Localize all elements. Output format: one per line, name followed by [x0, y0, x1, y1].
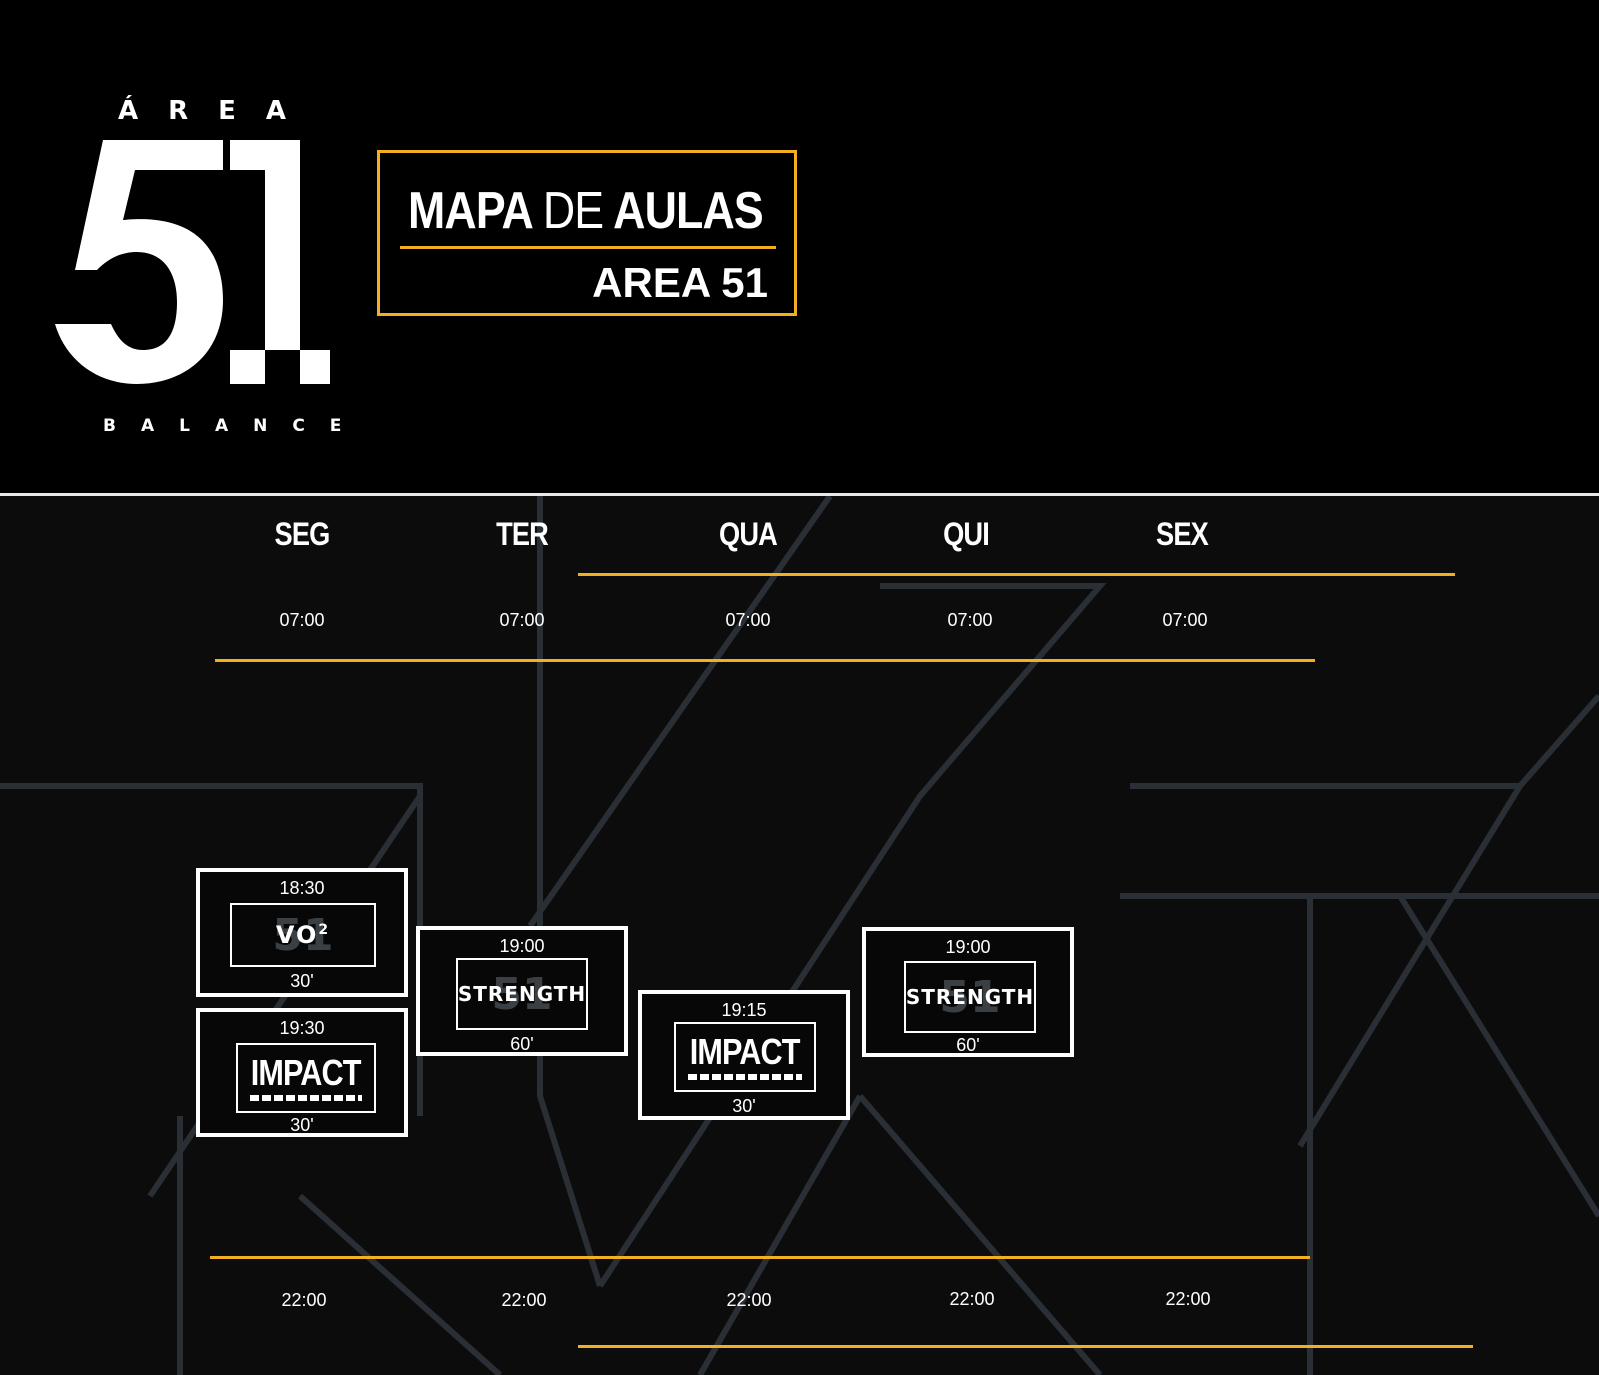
open-time-qui: 07:00: [947, 610, 993, 630]
title-box: MAPA DE AULAS AREA 51: [377, 150, 797, 316]
accent-line-open: [215, 659, 1315, 662]
class-duration: 30': [290, 1115, 314, 1135]
logo-top-text: ÁREA: [118, 96, 317, 126]
day-ter: TER: [496, 516, 549, 552]
close-time-sex: 22:00: [1165, 1289, 1211, 1309]
day-seg: SEG: [274, 516, 331, 552]
title-word-mapa: MAPA: [408, 182, 532, 240]
class-name: STRENGTH: [457, 982, 587, 1006]
accent-line-bottom: [578, 1345, 1473, 1348]
accent-line-top: [578, 573, 1455, 576]
open-time-ter: 07:00: [499, 610, 545, 630]
class-duration: 60': [956, 1035, 980, 1055]
class-name: IMPACT: [690, 1031, 801, 1072]
class-card-qua-impact[interactable]: 19:15 IMPACT 30': [638, 990, 850, 1120]
class-time: 18:30: [279, 878, 325, 898]
class-badge-impact: IMPACT: [236, 1043, 376, 1113]
geometric-pattern: [0, 496, 1599, 1375]
close-time-seg: 22:00: [281, 1290, 327, 1310]
header: ÁREA BALANCE MAPA DE AULAS AREA 51: [0, 0, 1599, 493]
open-time-seg: 07:00: [279, 610, 325, 630]
class-time: 19:30: [279, 1018, 325, 1038]
open-time-sex: 07:00: [1162, 610, 1208, 630]
logo-watermark-icon: 51: [939, 971, 1001, 1023]
class-time: 19:00: [945, 937, 991, 957]
day-qua: QUA: [719, 516, 778, 552]
close-time-qua: 22:00: [726, 1290, 772, 1310]
class-name: STRENGTH: [905, 985, 1035, 1009]
impact-strip-icon: [250, 1095, 362, 1101]
close-time-qui: 22:00: [949, 1289, 995, 1309]
logo-bottom-text: BALANCE: [103, 416, 367, 436]
class-time: 19:00: [499, 936, 545, 956]
title-word-de: DE: [542, 182, 604, 240]
impact-strip-icon: [688, 1074, 802, 1080]
accent-line-close: [210, 1256, 1310, 1259]
class-card-ter-strength[interactable]: 19:00 51 STRENGTH 60': [416, 926, 628, 1056]
class-card-seg-vo2[interactable]: 18:30 51 VO2 30': [196, 868, 408, 997]
day-sex: SEX: [1156, 516, 1209, 552]
logo-watermark-icon: 51: [272, 909, 334, 961]
class-badge-strength: 51 STRENGTH: [904, 961, 1036, 1033]
area51-logo-mark: [55, 140, 330, 384]
page-title: MAPA DE AULAS: [408, 181, 764, 241]
header-divider: [0, 493, 1599, 496]
class-duration: 30': [732, 1096, 756, 1116]
day-qui: QUI: [943, 516, 990, 552]
title-divider: [400, 246, 776, 249]
class-name: IMPACT: [251, 1052, 362, 1093]
logo-watermark-icon: 51: [491, 968, 553, 1020]
class-badge-vo2: 51 VO2: [230, 903, 376, 967]
class-card-seg-impact[interactable]: 19:30 IMPACT 30': [196, 1008, 408, 1137]
class-name: VO2: [275, 921, 331, 949]
class-badge-impact: IMPACT: [674, 1022, 816, 1092]
class-duration: 60': [510, 1034, 534, 1054]
class-duration: 30': [290, 971, 314, 991]
title-word-aulas: AULAS: [613, 182, 764, 240]
open-time-qua: 07:00: [725, 610, 771, 630]
close-time-ter: 22:00: [501, 1290, 547, 1310]
class-badge-strength: 51 STRENGTH: [456, 958, 588, 1030]
page-subtitle: AREA 51: [592, 259, 768, 306]
class-time: 19:15: [721, 1000, 767, 1020]
class-card-qui-strength[interactable]: 19:00 51 STRENGTH 60': [862, 927, 1074, 1057]
